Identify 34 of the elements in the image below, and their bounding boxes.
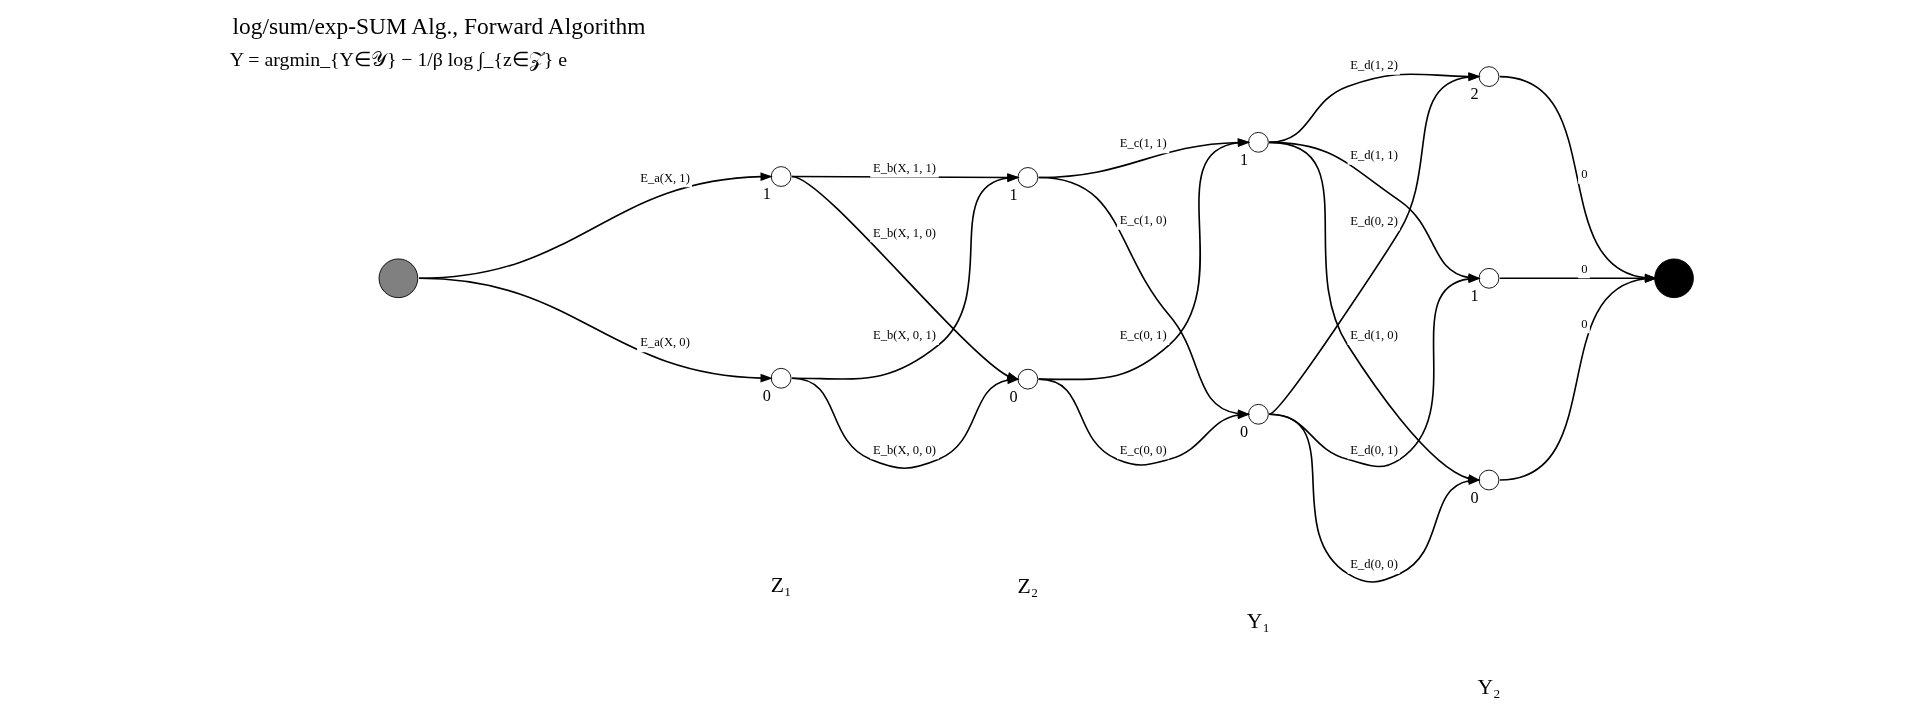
edge-label: E_d(1, 1) [1350,148,1398,163]
label: Y₁ [1246,608,1270,633]
edge-label: E_c(0, 0) [1119,442,1167,457]
edge-label: E_d(1, 2) [1350,58,1398,73]
edge-label: E_a(X, 0) [640,335,690,350]
node-label: 0 [762,387,771,406]
edge-label: E_c(0, 1) [1119,328,1167,343]
node-label: 1 [762,185,771,204]
label: Y₂ [1477,674,1501,699]
edge-label: 0 [1581,261,1588,276]
diagram-title: log/sum/exp-SUM Alg., Forward Algorithm [232,13,646,40]
node-label: 1 [1009,186,1018,205]
label: Z₂ [1017,573,1039,598]
edge-label: E_b(X, 1, 0) [873,225,936,240]
node-label: 0 [1009,388,1018,407]
node-label: 1 [1239,151,1249,170]
edge-label: E_c(1, 1) [1119,136,1167,151]
edge-label: E_d(0, 1) [1350,442,1398,457]
node-label: 1 [1470,287,1479,306]
edge-label: E_d(1, 0) [1350,328,1398,343]
edge-label: E_d(0, 2) [1350,213,1398,228]
edge-label: E_a(X, 1) [640,170,690,185]
edge-label: E_d(0, 0) [1350,557,1398,572]
node-label: 2 [1470,85,1479,104]
edge-label: 0 [1581,316,1588,331]
edge-label: E_c(1, 0) [1119,213,1167,227]
edge-label: E_b(X, 0, 1) [873,328,936,343]
label: Y = argmin_{Y∈𝒴} − 1/β log ∫_{z∈𝒵} e [229,48,567,71]
node-label: 0 [1470,488,1479,507]
edge-label: E_b(X, 0, 0) [873,442,936,457]
node-label: 0 [1239,423,1249,442]
edge-label: 0 [1581,167,1588,182]
label: Z₁ [770,572,792,597]
edge-label: E_b(X, 1, 1) [873,160,936,175]
